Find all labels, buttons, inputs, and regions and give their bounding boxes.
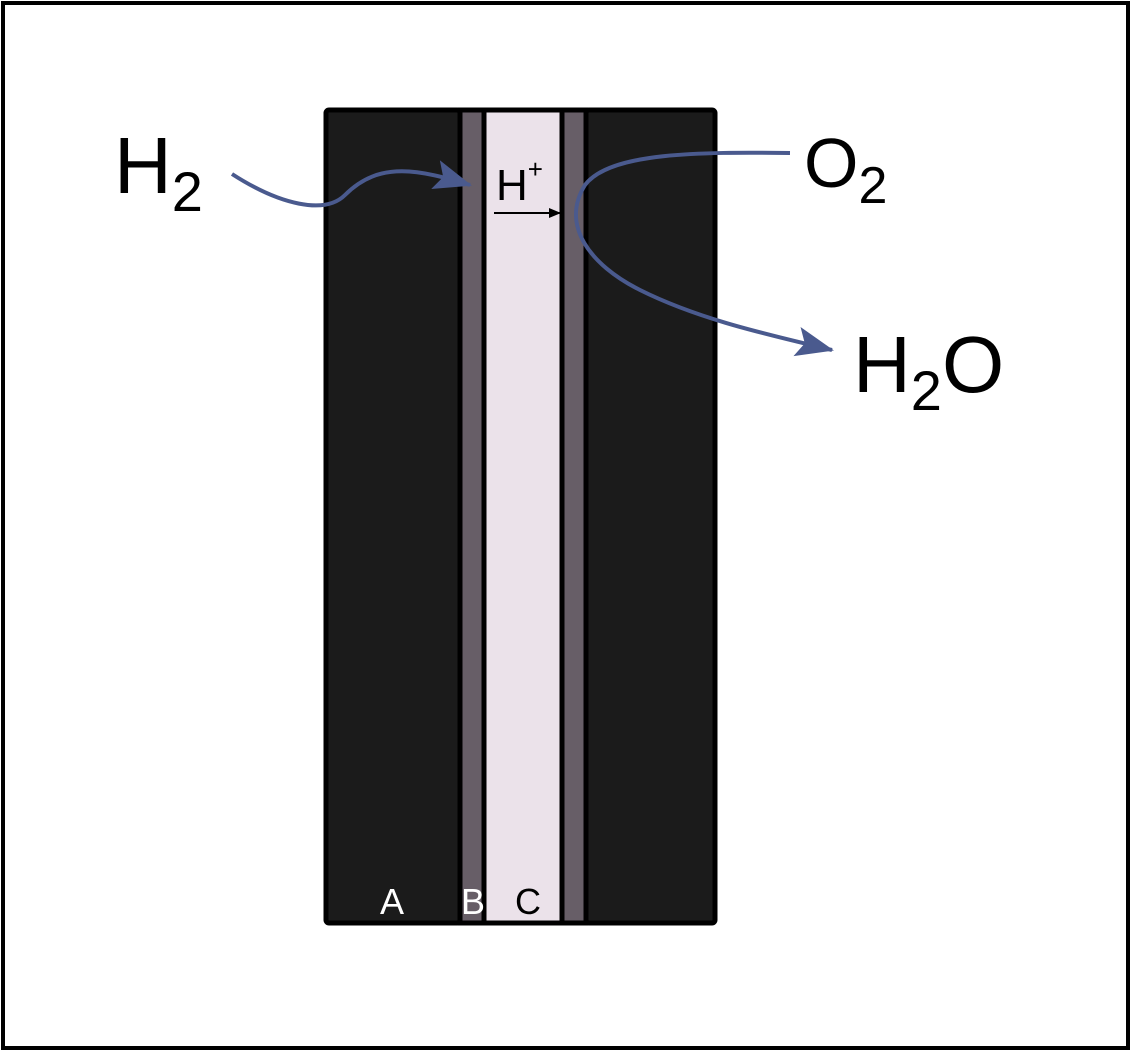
membrane [481,107,565,926]
cathode-catalyst-layer [559,107,589,926]
anode-electrode [323,107,463,926]
cathode-electrode [583,107,718,926]
layer-label-b: B [461,881,485,922]
layer-label-a: A [380,881,404,922]
layer-label-c: C [515,881,541,922]
oxygen-label: O2 [804,124,887,215]
water-label: H2O [853,320,1004,422]
proton-label: H+ [496,154,543,210]
anode-catalyst-layer [457,107,487,926]
oxygen-water-flow-arrow [574,150,834,357]
hydrogen-label: H2 [114,121,203,223]
hydrogen-flow-arrow [230,160,472,208]
